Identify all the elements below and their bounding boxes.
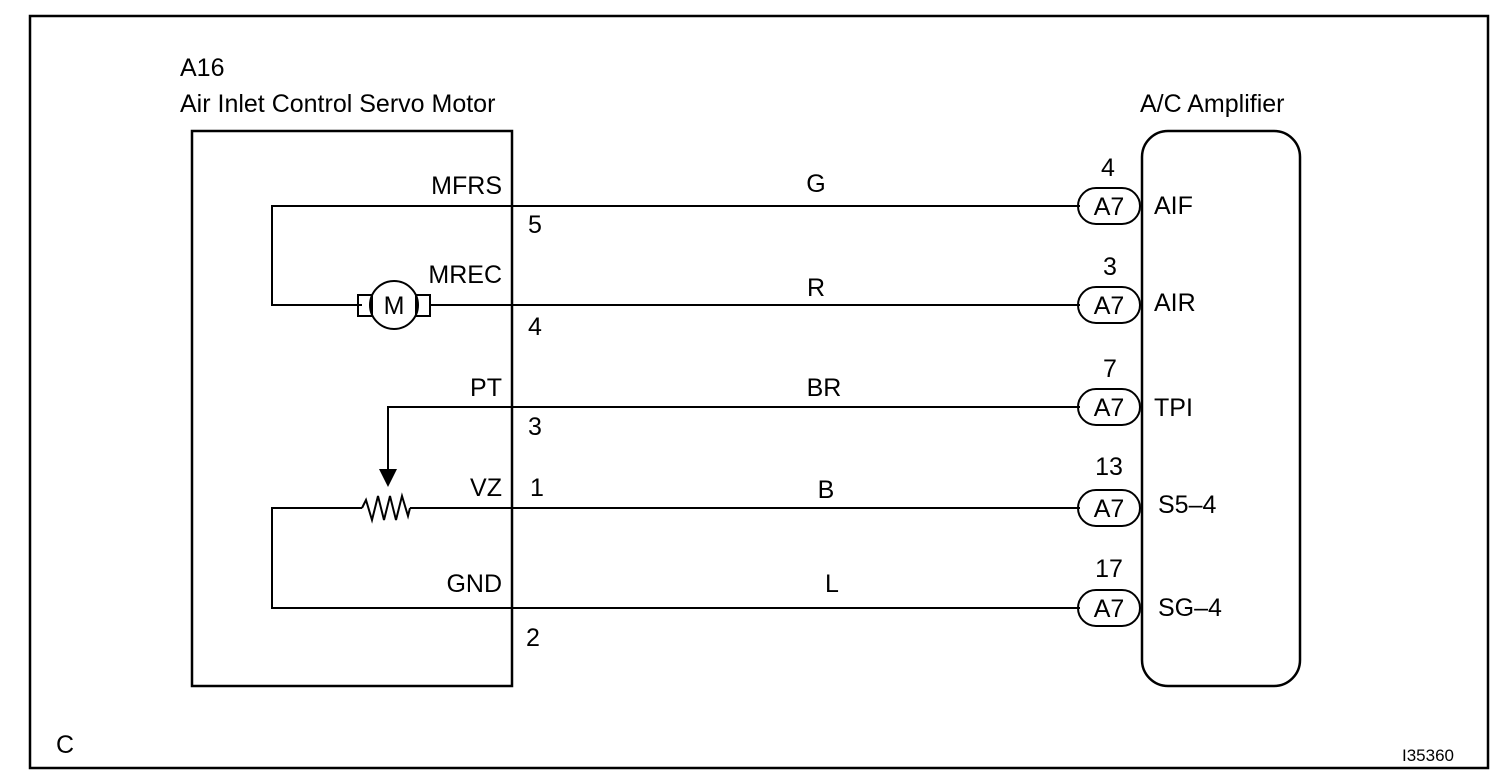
wire-color: L (825, 570, 839, 598)
pin-name: GND (446, 570, 502, 598)
wire-color: R (807, 274, 825, 302)
resistor-loop (271, 507, 512, 609)
outer-frame (28, 14, 1490, 770)
pin-number: 1 (530, 474, 544, 502)
connector-oval (1077, 489, 1141, 527)
connector-code: A7 (1094, 495, 1125, 523)
motor-internal-loop (271, 205, 512, 306)
connector-pin-number: 4 (1101, 154, 1115, 182)
pin-number: 3 (528, 413, 542, 441)
pin-number: 2 (526, 624, 540, 652)
connector-pin-number: 13 (1095, 453, 1123, 481)
servo-motor-box (190, 129, 514, 688)
connector-pin-number: 17 (1095, 555, 1123, 583)
pin-name: VZ (470, 474, 502, 502)
wiper-line (387, 406, 512, 472)
servo-motor-name: Air Inlet Control Servo Motor (180, 90, 495, 118)
pin-name: MREC (428, 261, 502, 289)
figure-id: I35360 (1402, 746, 1454, 765)
wire-color: BR (807, 374, 842, 402)
wire-color: B (818, 476, 835, 504)
connector-code: A7 (1094, 595, 1125, 623)
amplifier-terminal: S5–4 (1158, 491, 1216, 519)
pin-number: 4 (528, 313, 542, 341)
amplifier-terminal: AIR (1154, 289, 1196, 317)
wiper-arrow (379, 469, 397, 487)
connector-oval (1077, 589, 1141, 627)
connector-pin-number: 3 (1103, 253, 1117, 281)
motor-letter: M (384, 292, 405, 320)
pin-name: PT (470, 374, 502, 402)
amplifier-terminal: AIF (1154, 192, 1193, 220)
connector-code: A7 (1094, 193, 1125, 221)
wire-color: G (806, 170, 825, 198)
motor-symbol: M (357, 280, 431, 330)
connector-pin-number: 7 (1103, 355, 1117, 383)
pin-name: MFRS (431, 172, 502, 200)
connector-code: A7 (1094, 292, 1125, 320)
amplifier-terminal: TPI (1154, 394, 1193, 422)
amplifier-box (1140, 129, 1302, 688)
resistor-symbol (361, 492, 411, 524)
pin-number: 5 (528, 211, 542, 239)
connector-oval (1077, 388, 1141, 426)
connector-oval (1077, 286, 1141, 324)
connector-oval (1077, 187, 1141, 225)
servo-motor-code: A16 (180, 54, 224, 82)
amplifier-terminal: SG–4 (1158, 594, 1222, 622)
amplifier-name: A/C Amplifier (1140, 90, 1284, 118)
connector-code: A7 (1094, 394, 1125, 422)
frame-letter: C (56, 731, 74, 759)
